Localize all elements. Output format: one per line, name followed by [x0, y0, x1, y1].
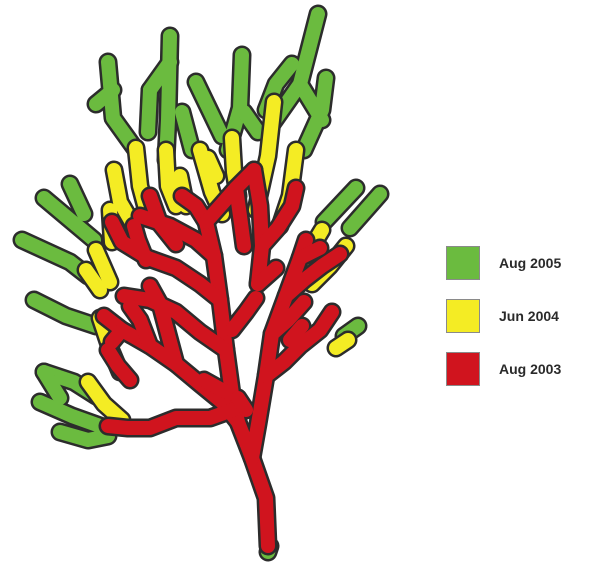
legend-label-jun-2004: Jun 2004: [499, 308, 559, 324]
layer-2003-branch: [300, 248, 320, 258]
layer-2003-branch: [254, 170, 262, 284]
layer-2003-branch: [238, 398, 246, 410]
legend: Aug 2005 Jun 2004 Aug 2003: [446, 246, 561, 405]
layer-2005-branch: [108, 62, 136, 150]
layer-2003-branch: [290, 326, 302, 340]
layer-2003-branch: [112, 330, 122, 342]
layer-2004-branch: [208, 158, 216, 176]
legend-item-aug-2005: Aug 2005: [446, 246, 561, 280]
legend-label-aug-2005: Aug 2005: [499, 255, 561, 271]
legend-item-aug-2003: Aug 2003: [446, 352, 561, 386]
layer-2005-branch: [182, 112, 192, 150]
legend-swatch-aug-2003: [446, 352, 480, 386]
legend-item-jun-2004: Jun 2004: [446, 299, 561, 333]
legend-label-aug-2003: Aug 2003: [499, 361, 561, 377]
growth-aug-2003: [104, 170, 340, 546]
legend-swatch-jun-2004: [446, 299, 480, 333]
layer-2003-branch: [232, 298, 256, 330]
layer-2004-branch: [336, 340, 348, 348]
legend-swatch-aug-2005: [446, 246, 480, 280]
layer-2005-branch: [148, 90, 150, 132]
layer-2003-branch: [236, 188, 244, 246]
layer-2005-branch: [60, 432, 108, 440]
